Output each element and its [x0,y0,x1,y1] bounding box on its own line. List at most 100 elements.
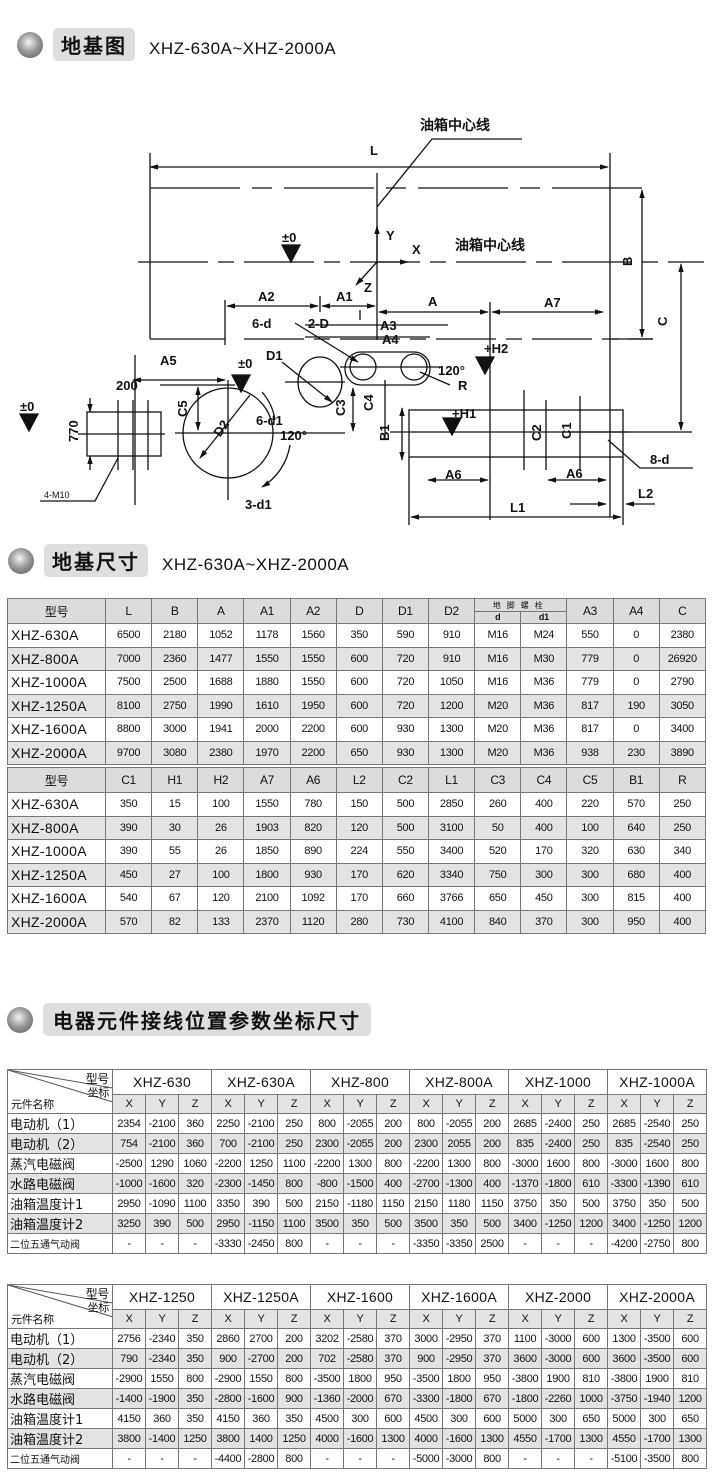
diagram-label: 油箱中心线 [455,237,525,254]
table-cell: 3000 [151,717,199,742]
column-header: A1 [243,598,291,624]
table-cell: 3050 [658,693,706,718]
table-cell: 800 [673,1448,708,1469]
corner-header-cell: 型号坐标元件名称 [7,1069,113,1114]
table-cell: - [508,1233,543,1254]
table-cell: 100 [566,815,614,840]
axis-header: Z [475,1094,510,1114]
column-header: C4 [520,767,568,793]
table-cell: -5000 [409,1448,444,1469]
table-cell: 2150 [409,1193,444,1214]
diagram-label: 120° [438,363,465,378]
table-cell: 600 [673,1348,708,1369]
table-cell: 779 [566,670,614,695]
table-cell: 350 [343,1213,378,1234]
table-cell: 2950 [112,1193,146,1214]
table-cell: -2700 [244,1348,278,1369]
axis-header: Y [244,1309,278,1329]
table-cell: 800 [409,1113,444,1134]
table-cell: 1300 [376,1428,411,1449]
table-cell: -2580 [343,1348,378,1369]
table-cell: 650 [673,1408,708,1429]
model-header: XHZ-1250A [210,1284,312,1310]
model-header: XHZ-1250 [112,1284,212,1310]
diagram-lines [18,138,704,525]
table-cell: 815 [612,886,660,911]
table-cell: 2300 [310,1133,345,1154]
table-cell: XHZ-1600A [7,717,106,742]
column-header: A6 [289,767,337,793]
diagram-label: B1 [377,424,392,441]
table-cell: 1950 [289,693,337,718]
table-cell: M20 [474,717,522,742]
table-cell: 1178 [243,623,291,648]
model-header: XHZ-630 [111,1069,213,1095]
table-cell: 800 [376,1153,411,1174]
corner-header-cell: 型号坐标元件名称 [7,1284,113,1329]
section-title: 电器元件接线位置参数坐标尺寸 [43,1003,371,1036]
diagram-label: A3 [380,318,397,333]
table-cell: 720 [381,693,429,718]
table-cell: 8100 [104,693,153,718]
table-cell: 9700 [104,740,153,765]
axis-header: Y [343,1094,378,1114]
table-cell: 350 [640,1193,675,1214]
table-cell: 500 [177,1213,213,1234]
table-cell: 700 [211,1133,246,1154]
table-cell: 2354 [112,1113,146,1134]
table-cell: 2360 [151,646,199,671]
table-cell: 400 [658,909,706,934]
diagram-label: ±0 [20,399,34,414]
table-cell: 300 [541,1408,576,1429]
table-cell: 120 [335,815,383,840]
foundation-diagram: 油箱中心线 油箱中心线 L B C Y X Z A2 A1 A A7 6-d 2… [18,117,704,525]
diagram-label: Z [364,280,372,295]
table-cell: 2750 [151,693,199,718]
diagram-label: L1 [510,500,525,515]
table-cell: 2380 [197,740,245,765]
table-cell: 640 [612,815,660,840]
table-cell: -3350 [409,1233,444,1254]
table-cell: 650 [335,740,383,765]
table-cell: 224 [335,839,383,864]
diagram-label: +H2 [484,341,508,356]
table-cell: 4150 [211,1408,245,1429]
table-cell: 950 [612,909,660,934]
column-header: A2 [289,598,337,624]
table-cell: 15 [151,792,199,817]
table-cell: 817 [566,693,614,718]
table-cell: 3800 [211,1428,245,1449]
table-cell: 400 [475,1173,510,1194]
table-cell: -4400 [211,1448,245,1469]
table-cell: 1610 [243,693,291,718]
table-cell: 3800 [112,1428,146,1449]
table-cell: 500 [673,1193,708,1214]
diagram-label: Y [386,228,395,243]
diagram-label: L2 [638,486,653,501]
diagonal-lines [8,1070,112,1103]
axis-header: Z [277,1094,312,1114]
column-header: L [104,598,153,624]
table-cell: 754 [112,1133,146,1154]
table-cell: 800 [475,1153,510,1174]
diagram-label: 3-d1 [245,497,272,512]
table-cell: 4000 [409,1428,444,1449]
table-cell: 400 [376,1173,411,1194]
table-cell: XHZ-630A [7,792,106,817]
axis-header: Y [442,1094,477,1114]
axis-header: Y [442,1309,477,1329]
table-cell: 133 [197,909,245,934]
table-cell: 1550 [243,646,291,671]
table-cell: 2500 [151,670,199,695]
table-cell: XHZ-630A [7,623,106,648]
component-name: 水路电磁阀 [7,1173,113,1194]
table-cell: 250 [658,792,706,817]
table-cell: 1200 [673,1388,708,1409]
